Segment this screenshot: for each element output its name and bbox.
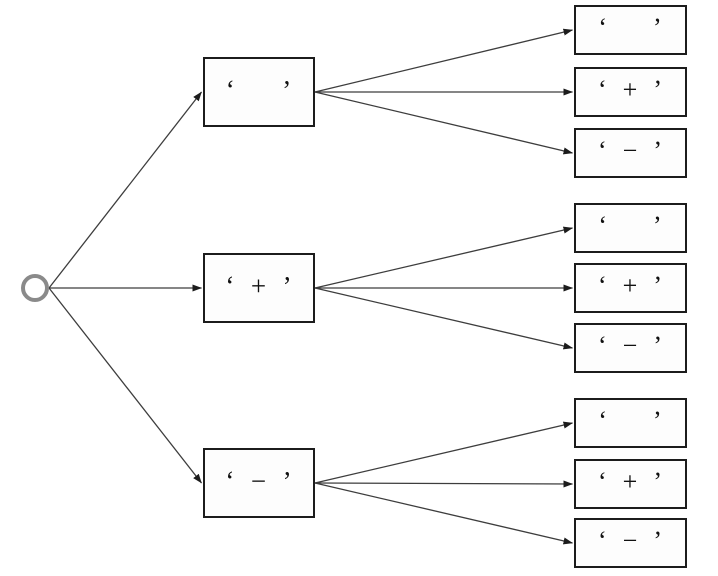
node-label: ‘ + ’	[598, 271, 663, 300]
leaf-node-minus: ‘ − ’	[574, 323, 687, 373]
leaf-node-plus: ‘ + ’	[574, 263, 687, 313]
branch-node-plus: ‘ + ’	[203, 253, 315, 323]
node-label: ‘ ’	[598, 13, 663, 42]
node-label: ‘ ’	[598, 211, 663, 240]
node-label: ‘ + ’	[225, 270, 293, 301]
leaf-node-blank: ‘ ’	[574, 5, 687, 55]
node-label: ‘ + ’	[598, 467, 663, 496]
leaf-node-blank: ‘ ’	[574, 398, 687, 448]
node-label: ‘ − ’	[598, 136, 663, 165]
root-circle-node	[21, 274, 49, 302]
leaf-node-plus: ‘ + ’	[574, 67, 687, 117]
node-label: ‘ − ’	[598, 526, 663, 555]
leaf-node-minus: ‘ − ’	[574, 518, 687, 568]
leaf-node-minus: ‘ − ’	[574, 128, 687, 178]
branch-node-minus: ‘ − ’	[203, 448, 315, 518]
branch-node-blank: ‘ ’	[203, 57, 315, 127]
node-label: ‘ − ’	[598, 331, 663, 360]
leaf-node-blank: ‘ ’	[574, 203, 687, 253]
leaf-node-plus: ‘ + ’	[574, 459, 687, 509]
node-label: ‘ + ’	[598, 75, 663, 104]
node-label: ‘ − ’	[225, 465, 293, 496]
node-label: ‘ ’	[225, 74, 293, 105]
node-label: ‘ ’	[598, 406, 663, 435]
